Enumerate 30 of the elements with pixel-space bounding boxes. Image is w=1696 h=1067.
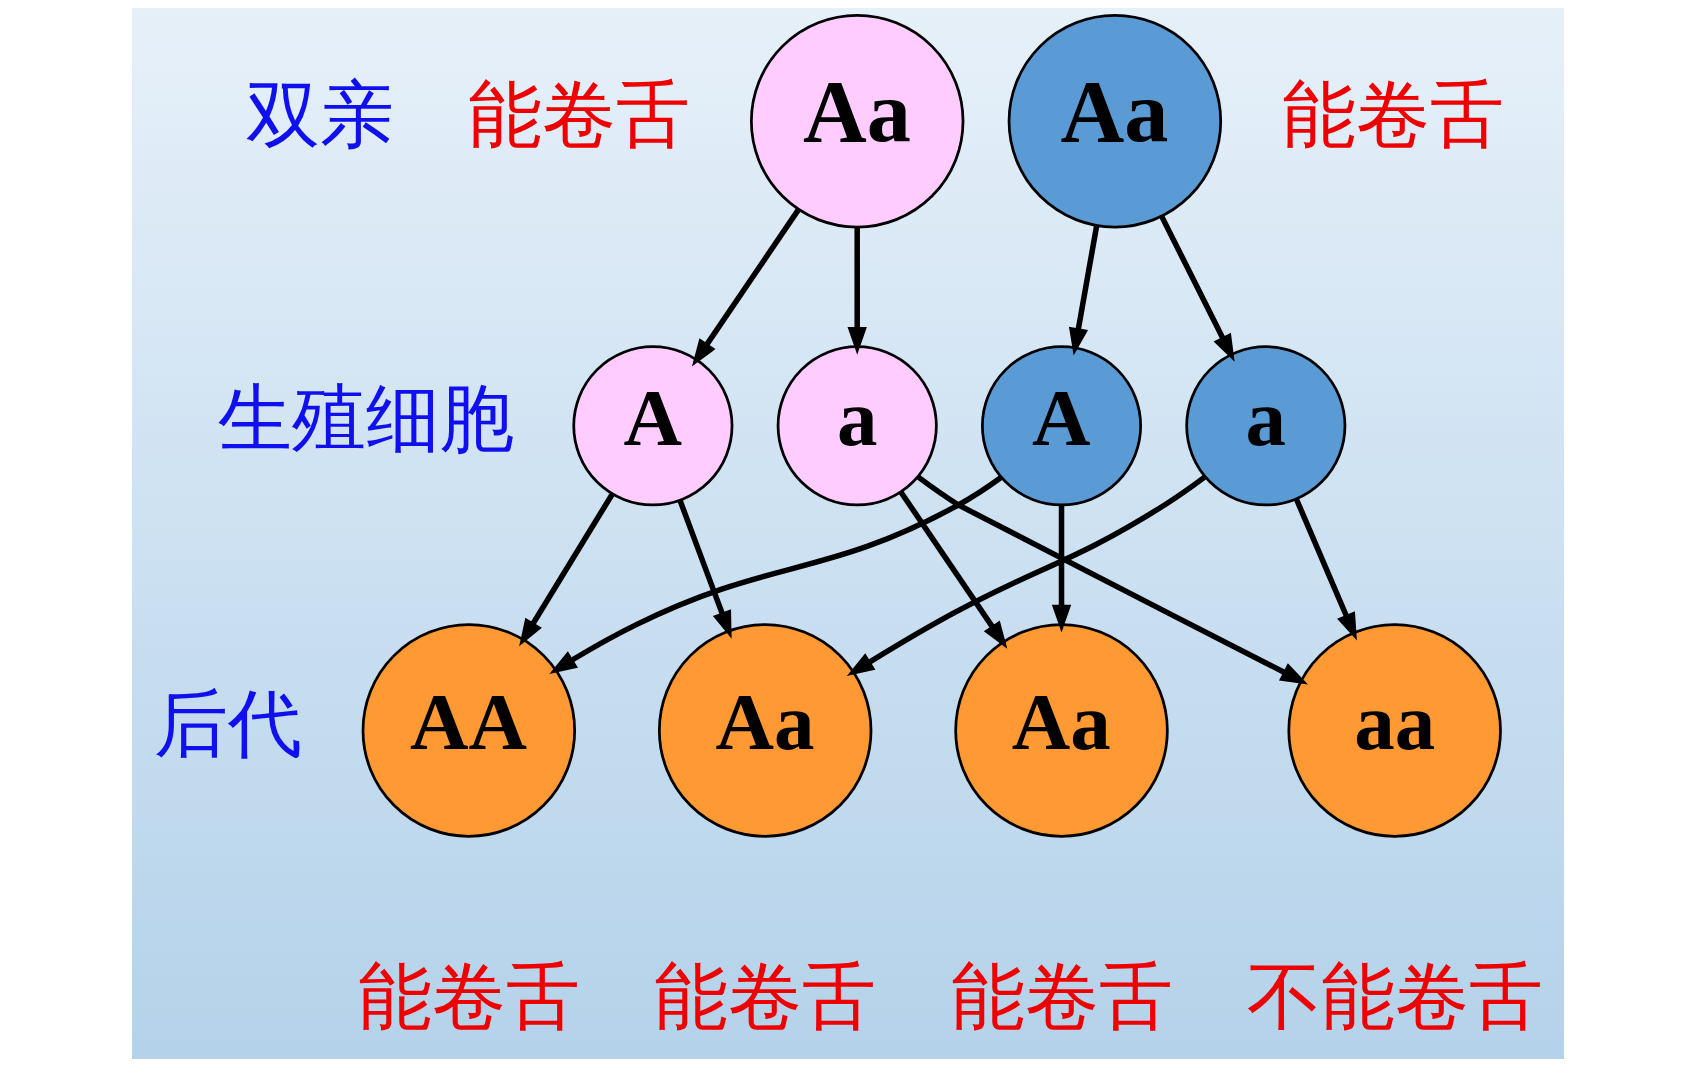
node-circle: A — [981, 345, 1143, 507]
arrow — [846, 474, 1207, 677]
arrow — [1051, 505, 1072, 633]
arrow — [847, 227, 867, 355]
arrow — [1068, 225, 1100, 356]
node-circle: Aa — [954, 623, 1169, 838]
node-circle: a — [776, 345, 938, 507]
node-circle: a — [1185, 345, 1347, 507]
label: 生殖细胞 — [217, 376, 514, 462]
label: 双亲 — [245, 71, 394, 157]
node-label: 能卷舌 — [950, 954, 1173, 1040]
node-label: 能卷舌 — [357, 954, 580, 1040]
arrow — [898, 490, 1008, 649]
arrow — [1293, 497, 1357, 641]
arrow — [916, 474, 1309, 685]
node-circle: A — [572, 345, 734, 507]
label: 后代 — [153, 680, 302, 766]
arrow — [677, 499, 732, 639]
node-circle: Aa — [657, 623, 873, 838]
arrow — [691, 208, 801, 367]
arrow — [519, 493, 615, 647]
node-circle: aa — [1287, 623, 1502, 838]
node-label: 能卷舌 — [1281, 71, 1504, 157]
node-label: 能卷舌 — [468, 71, 691, 157]
arrow — [1159, 215, 1235, 362]
node-circle: Aa — [750, 14, 965, 229]
node-label: 能卷舌 — [654, 954, 877, 1040]
arrow — [549, 475, 1003, 674]
node-label: 不能卷舌 — [1246, 954, 1543, 1040]
node-circle: Aa — [1007, 14, 1223, 229]
